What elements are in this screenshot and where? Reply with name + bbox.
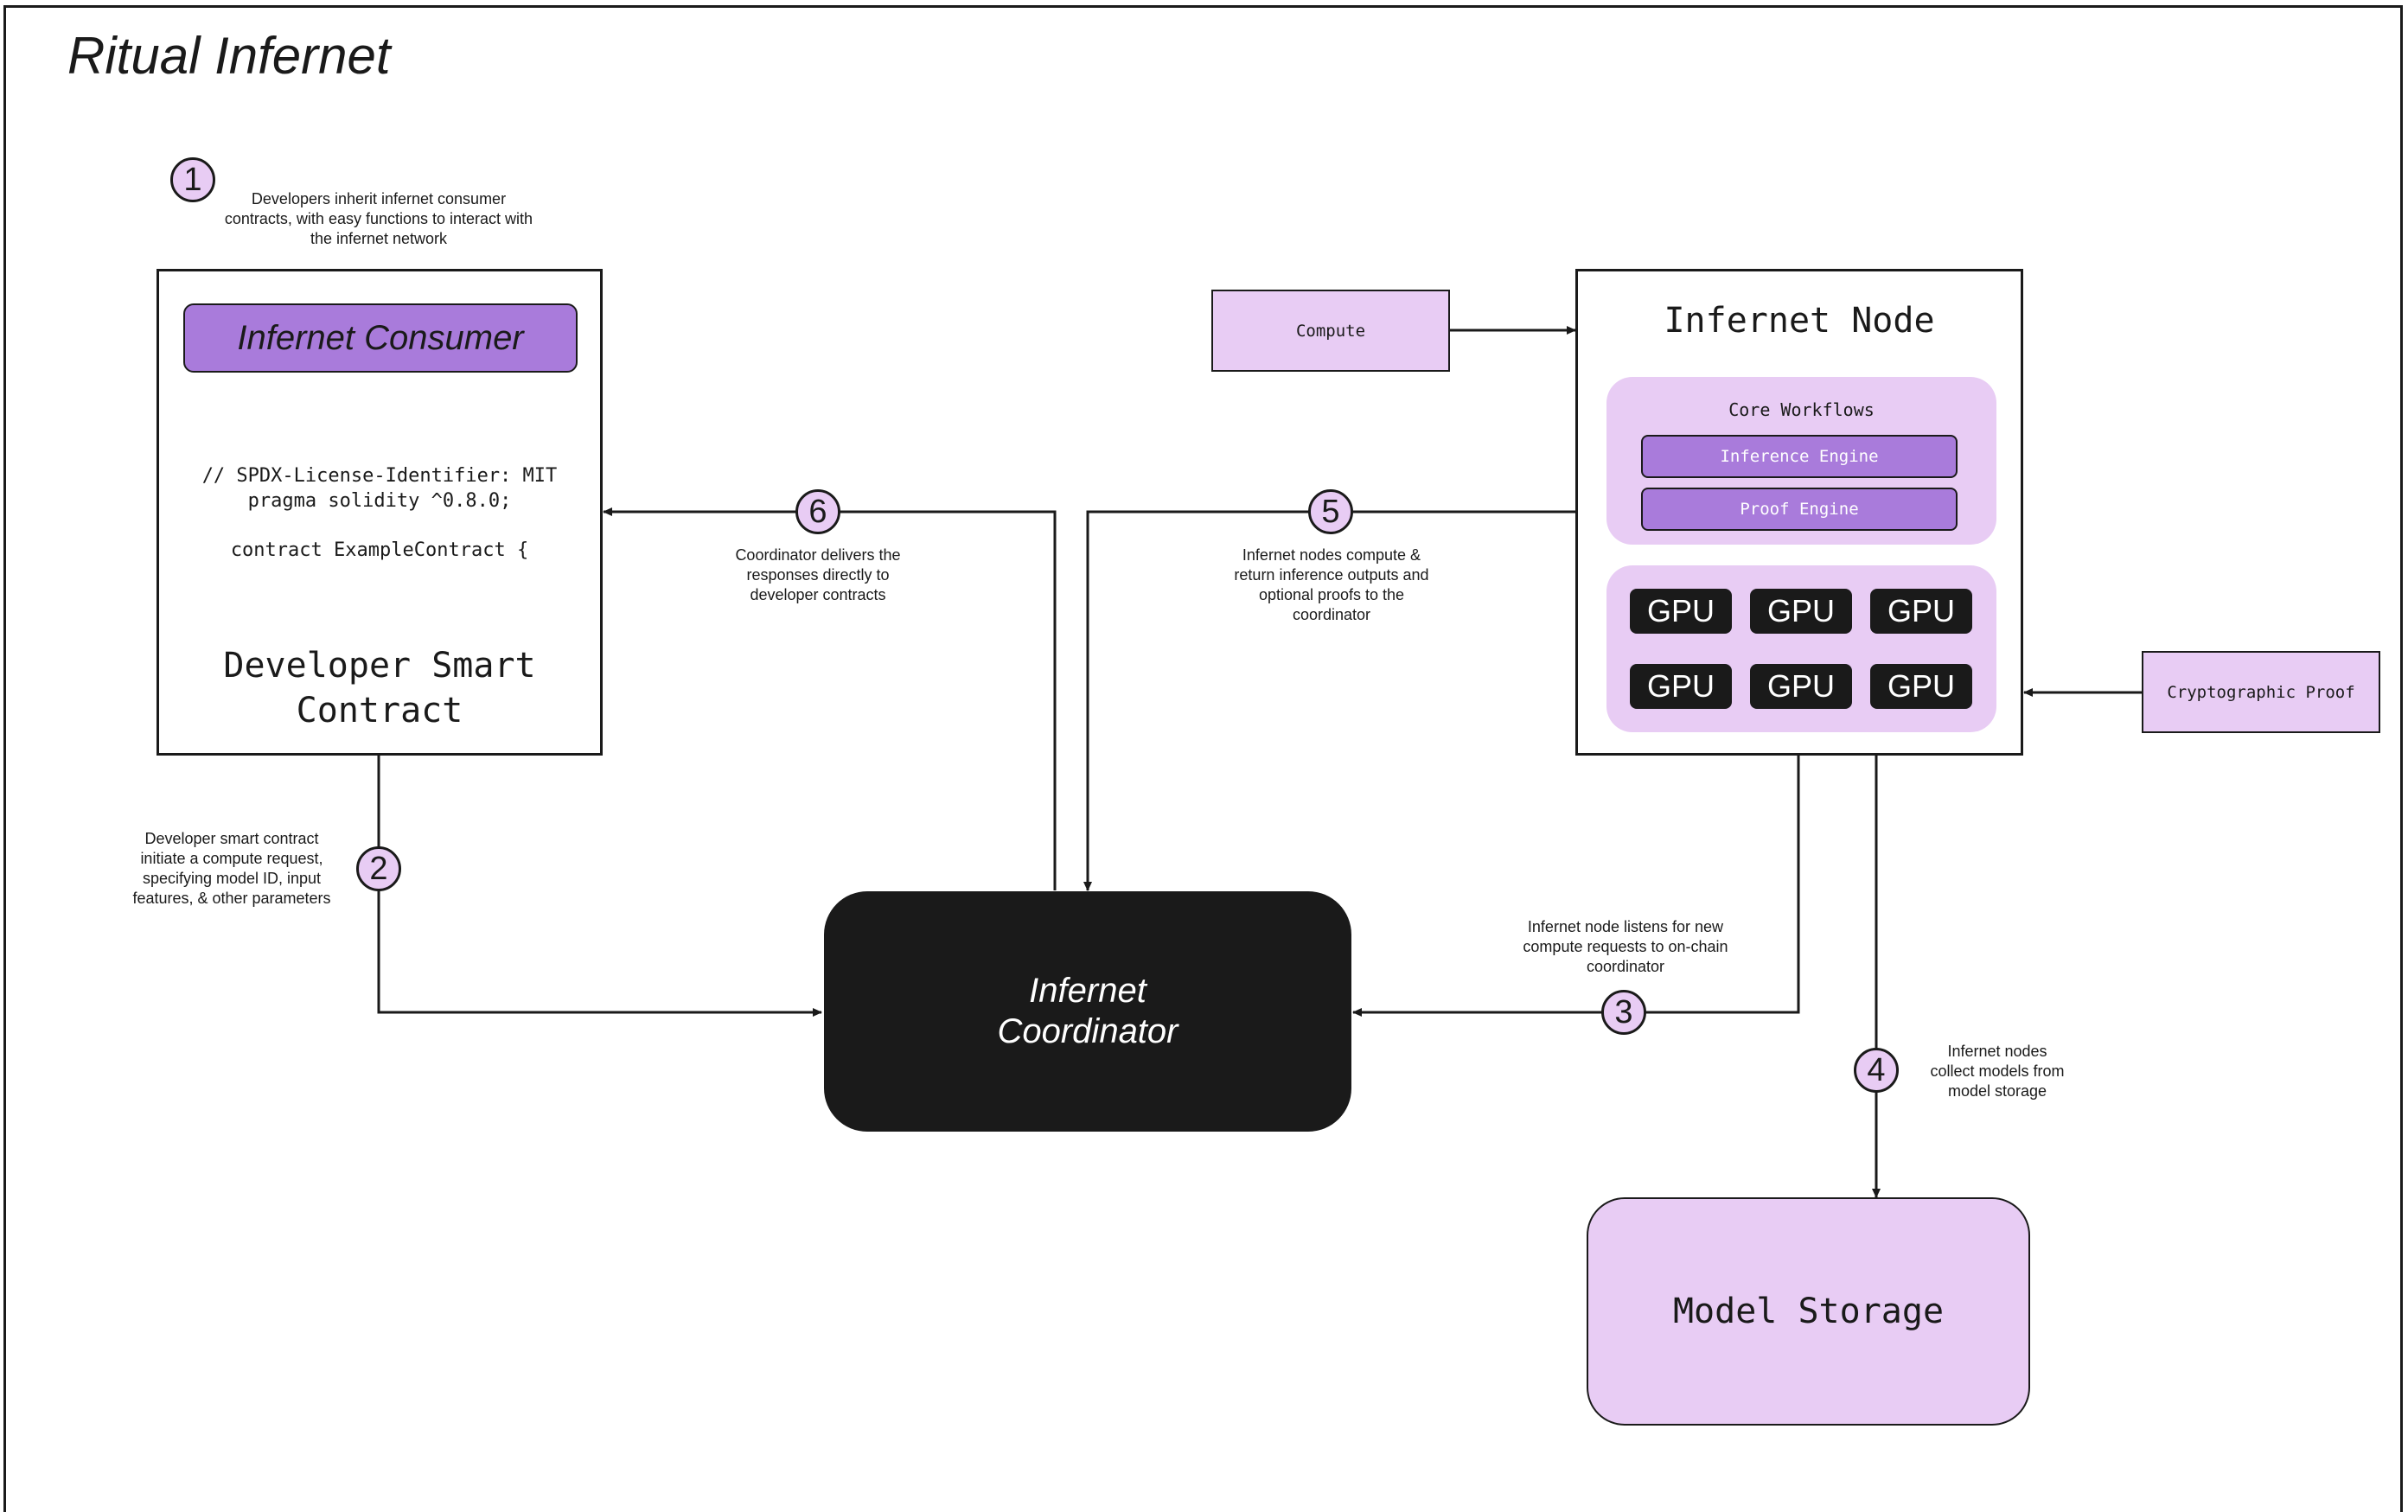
model-storage: Model Storage <box>1587 1197 2030 1426</box>
compute-box: Compute <box>1211 290 1450 372</box>
arrow-step-5 <box>1083 510 1576 891</box>
gpu-chip: GPU <box>1630 664 1732 709</box>
code-line: // SPDX-License-Identifier: MIT <box>201 465 558 487</box>
step-2-note: Developer smart contract initiate a comp… <box>132 830 331 907</box>
diagram-frame <box>3 5 2403 1512</box>
arrow-step-6 <box>603 507 1057 890</box>
step-6-note: Coordinator delivers the responses direc… <box>735 546 901 603</box>
step-2-marker: 2 <box>356 846 401 891</box>
gpu-panel: GPU GPU GPU GPU GPU GPU <box>1606 565 1996 732</box>
step-4-note: Infernet nodes collect models from model… <box>1930 1043 2065 1100</box>
step-6-marker: 6 <box>795 489 840 534</box>
step-4-marker: 4 <box>1854 1048 1899 1093</box>
gpu-chip: GPU <box>1750 589 1852 634</box>
proof-engine-pill: Proof Engine <box>1641 488 1958 531</box>
infernet-consumer-label: Infernet Consumer <box>237 318 524 357</box>
developer-smart-contract: Infernet Consumer // SPDX-License-Identi… <box>156 269 603 756</box>
step-1-marker: 1 <box>170 157 215 202</box>
infernet-node: Infernet Node Core Workflows Inference E… <box>1575 269 2023 756</box>
code-line: contract ExampleContract { <box>230 539 529 561</box>
core-workflows-panel: Core Workflows Inference Engine Proof En… <box>1606 377 1996 545</box>
step-3-marker: 3 <box>1601 990 1646 1035</box>
gpu-chip: GPU <box>1750 664 1852 709</box>
code-snippet: // SPDX-License-Identifier: MIT pragma s… <box>159 463 600 563</box>
step-3-note: Infernet node listens for new compute re… <box>1523 918 1728 975</box>
infernet-node-title: Infernet Node <box>1664 301 1935 341</box>
step-1-note: Developers inherit infernet consumer con… <box>224 190 533 247</box>
cryptographic-proof-box: Cryptographic Proof <box>2142 651 2380 733</box>
code-line: pragma solidity ^0.8.0; <box>247 490 512 512</box>
gpu-chip: GPU <box>1870 589 1972 634</box>
step-5-note: Infernet nodes compute & return inferenc… <box>1234 546 1429 623</box>
arrow-step-3 <box>1352 755 1800 1017</box>
coordinator-label: Infernet <box>1029 972 1147 1010</box>
diagram-title: Ritual Infernet <box>67 27 391 85</box>
arrow-step-2 <box>377 755 822 1017</box>
inference-engine-pill: Inference Engine <box>1641 435 1958 478</box>
infernet-consumer-pill: Infernet Consumer <box>183 303 578 373</box>
developer-contract-title: Developer Smart Contract <box>223 646 536 730</box>
step-5-marker: 5 <box>1308 489 1353 534</box>
gpu-chip: GPU <box>1630 589 1732 634</box>
coordinator-label: Coordinator <box>997 1012 1178 1050</box>
infernet-coordinator: Infernet Coordinator <box>824 891 1351 1132</box>
gpu-chip: GPU <box>1870 664 1972 709</box>
core-workflows-label: Core Workflows <box>1728 399 1875 420</box>
